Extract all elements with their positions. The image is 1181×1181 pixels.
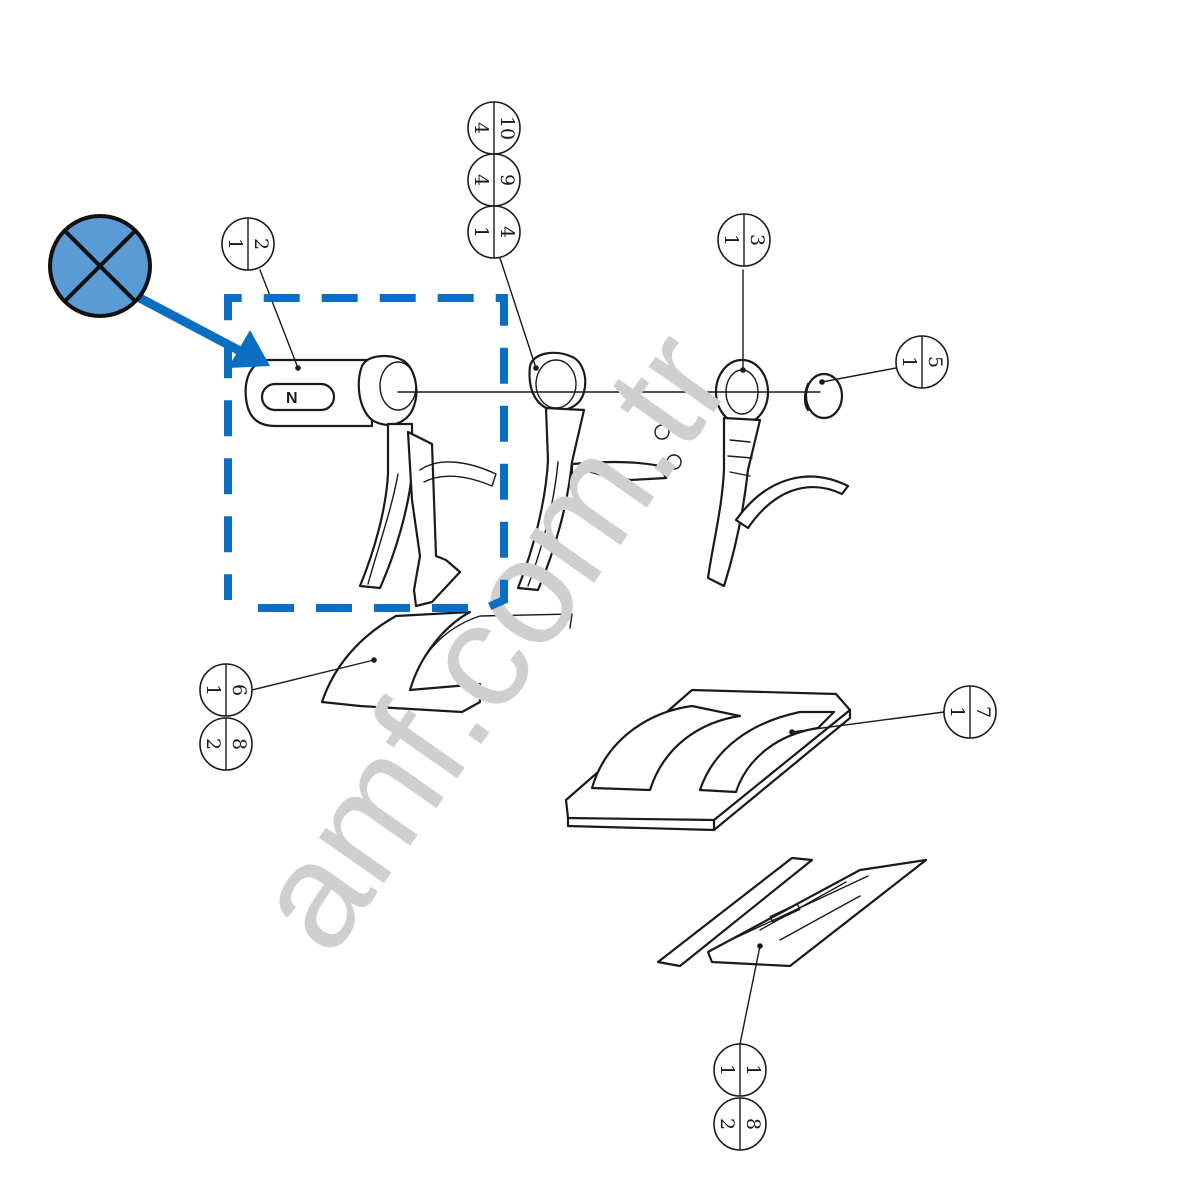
logo-text: N — [286, 390, 298, 407]
callout-part-number: 8 — [742, 1118, 764, 1130]
callout-part-number: 5 — [924, 356, 946, 368]
callout-balloon-10: 10 4 — [467, 101, 521, 155]
callout-quantity: 1 — [202, 684, 224, 696]
part-7-base — [564, 688, 852, 832]
callout-part-number: 1 — [742, 1064, 764, 1076]
x-circle-icon — [48, 214, 152, 318]
callout-quantity: 1 — [946, 706, 968, 718]
callout-balloon-8b: 82 — [713, 1097, 767, 1151]
callout-part-number: 7 — [972, 706, 994, 718]
part-1-plate — [656, 856, 928, 968]
callout-balloon-7: 71 — [943, 685, 997, 739]
callout-part-number: 3 — [746, 234, 768, 246]
callout-quantity: 1 — [898, 356, 920, 368]
callout-balloon-1: 11 — [713, 1043, 767, 1097]
part-2-bracket: N — [244, 354, 497, 608]
callout-quantity: 1 — [716, 1064, 738, 1076]
callout-balloon-8a: 82 — [199, 717, 253, 771]
part-6-cover — [320, 610, 573, 714]
callout-balloon-6: 61 — [199, 663, 253, 717]
callout-quantity: 2 — [716, 1118, 738, 1130]
part-5-end-cap — [803, 372, 844, 420]
callout-balloon-4: 41 — [467, 205, 521, 259]
part-4-bracket — [516, 351, 682, 592]
callout-balloon-9: 94 — [467, 153, 521, 207]
callout-part-number: 8 — [228, 738, 250, 750]
callout-part-number: 2 — [250, 238, 272, 250]
part-3-bracket — [706, 358, 850, 588]
callout-part-number: 10 — [496, 116, 518, 140]
callout-quantity: 1 — [224, 238, 246, 250]
callout-balloon-3: 31 — [717, 213, 771, 267]
callout-quantity: 1 — [470, 226, 492, 238]
callout-quantity: 4 — [470, 174, 492, 186]
callout-quantity: 1 — [720, 234, 742, 246]
callout-part-number: 9 — [496, 174, 518, 186]
callout-part-number: 6 — [228, 684, 250, 696]
callout-part-number: 4 — [496, 226, 518, 238]
callout-balloon-2: 21 — [221, 217, 275, 271]
leader-lines — [251, 257, 945, 1045]
highlight-arrow — [133, 292, 270, 368]
callout-quantity: 2 — [202, 738, 224, 750]
callout-balloon-5: 51 — [895, 335, 949, 389]
callout-quantity: 4 — [470, 122, 492, 134]
